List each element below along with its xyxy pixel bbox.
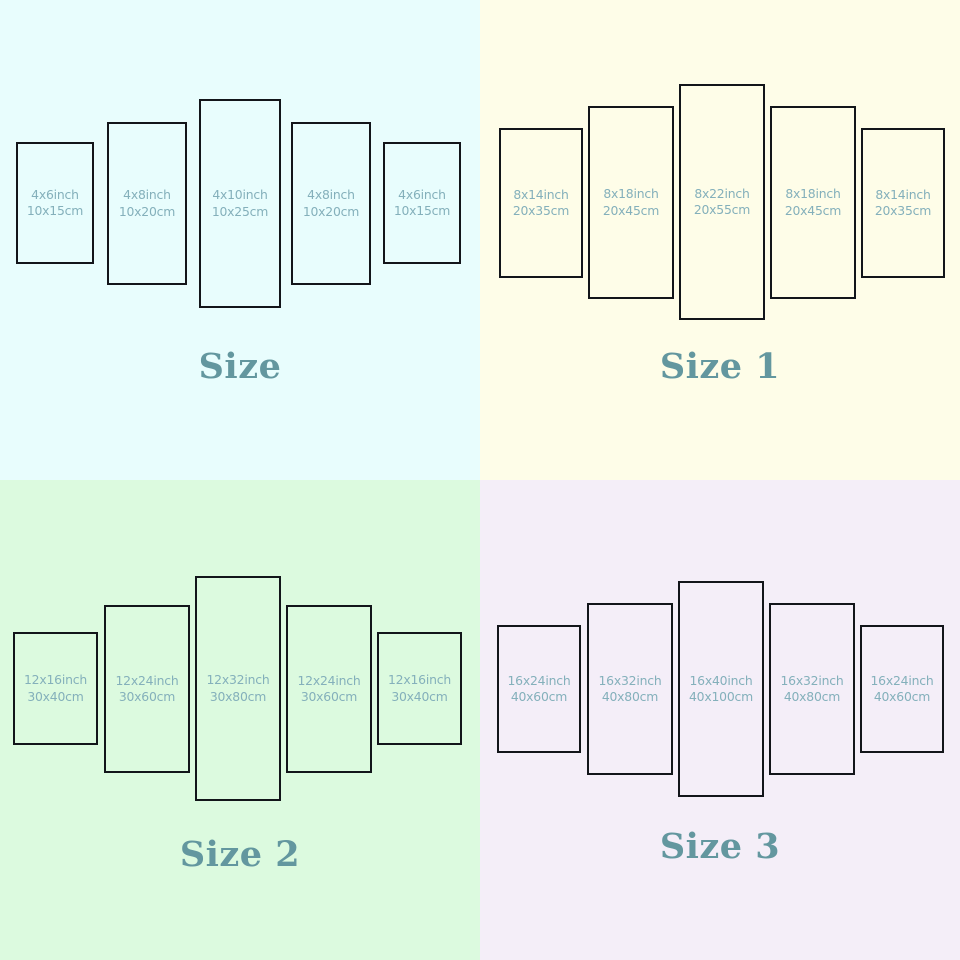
panel-size-cm: 20x45cm [602, 202, 660, 218]
panel-size-cm: 40x80cm [601, 689, 659, 704]
panel-size-inch: 4x6inch [31, 186, 79, 202]
panel-size-cm: 30x60cm [300, 689, 358, 704]
panel-size-inch: 16x24inch [507, 672, 571, 688]
panel-size-inch: 12x16inch [387, 672, 452, 687]
panel-size-cm: 30x80cm [209, 688, 267, 704]
panel-size-cm: 10x25cm [211, 203, 269, 219]
panel-size-inch: 16x40inch [689, 672, 753, 688]
panel-size-cm: 30x40cm [27, 688, 84, 704]
quadrant-title-size: Size [198, 346, 282, 387]
panel-size-inch: 8x18inch [785, 186, 841, 201]
panel-size-cm: 20x35cm [874, 203, 932, 218]
panel-size-cm: 10x15cm [26, 203, 84, 218]
panel-size-inch: 4x10inch [212, 187, 268, 202]
panel-size-inch: 12x16inch [23, 672, 88, 687]
panel-size-cm: 20x45cm [784, 202, 842, 218]
panel-size-inch: 8x14inch [875, 186, 931, 202]
panel-size-cm: 40x100cm [688, 689, 754, 704]
panel-size-inch: 4x6inch [398, 186, 446, 202]
panel-size-cm: 10x15cm [393, 203, 451, 218]
panel-size-inch: 12x32inch [206, 672, 270, 687]
panel-size-inch: 12x24inch [297, 672, 361, 688]
panel-size-cm: 40x80cm [783, 689, 841, 704]
panel-size-cm: 40x60cm [873, 689, 931, 704]
quadrant-title-size-3: Size 3 [659, 826, 781, 867]
panel-size-inch: 4x8inch [123, 187, 171, 202]
panel-size-inch: 12x24inch [115, 672, 179, 688]
panel-size-inch: 8x22inch [694, 185, 750, 201]
panel-size-inch: 16x24inch [870, 672, 934, 688]
quadrant-title-size-1: Size 1 [659, 346, 781, 387]
panel-size-cm: 30x40cm [391, 688, 448, 704]
panel-size-cm: 20x55cm [693, 202, 751, 217]
panel-size-cm: 10x20cm [118, 203, 176, 219]
panel-size-cm: 20x35cm [512, 203, 570, 218]
panel-size-cm: 40x60cm [510, 689, 568, 704]
panel-size-inch: 4x8inch [307, 187, 355, 202]
panel-size-inch: 8x14inch [513, 186, 569, 202]
panel-size-inch: 16x32inch [598, 672, 662, 688]
panel-size-cm: 30x60cm [118, 689, 176, 704]
panel-size-inch: 8x18inch [603, 186, 659, 201]
quadrant-title-size-2: Size 2 [179, 834, 301, 875]
panel-size-inch: 16x32inch [780, 672, 844, 688]
panel-size-cm: 10x20cm [302, 203, 360, 219]
